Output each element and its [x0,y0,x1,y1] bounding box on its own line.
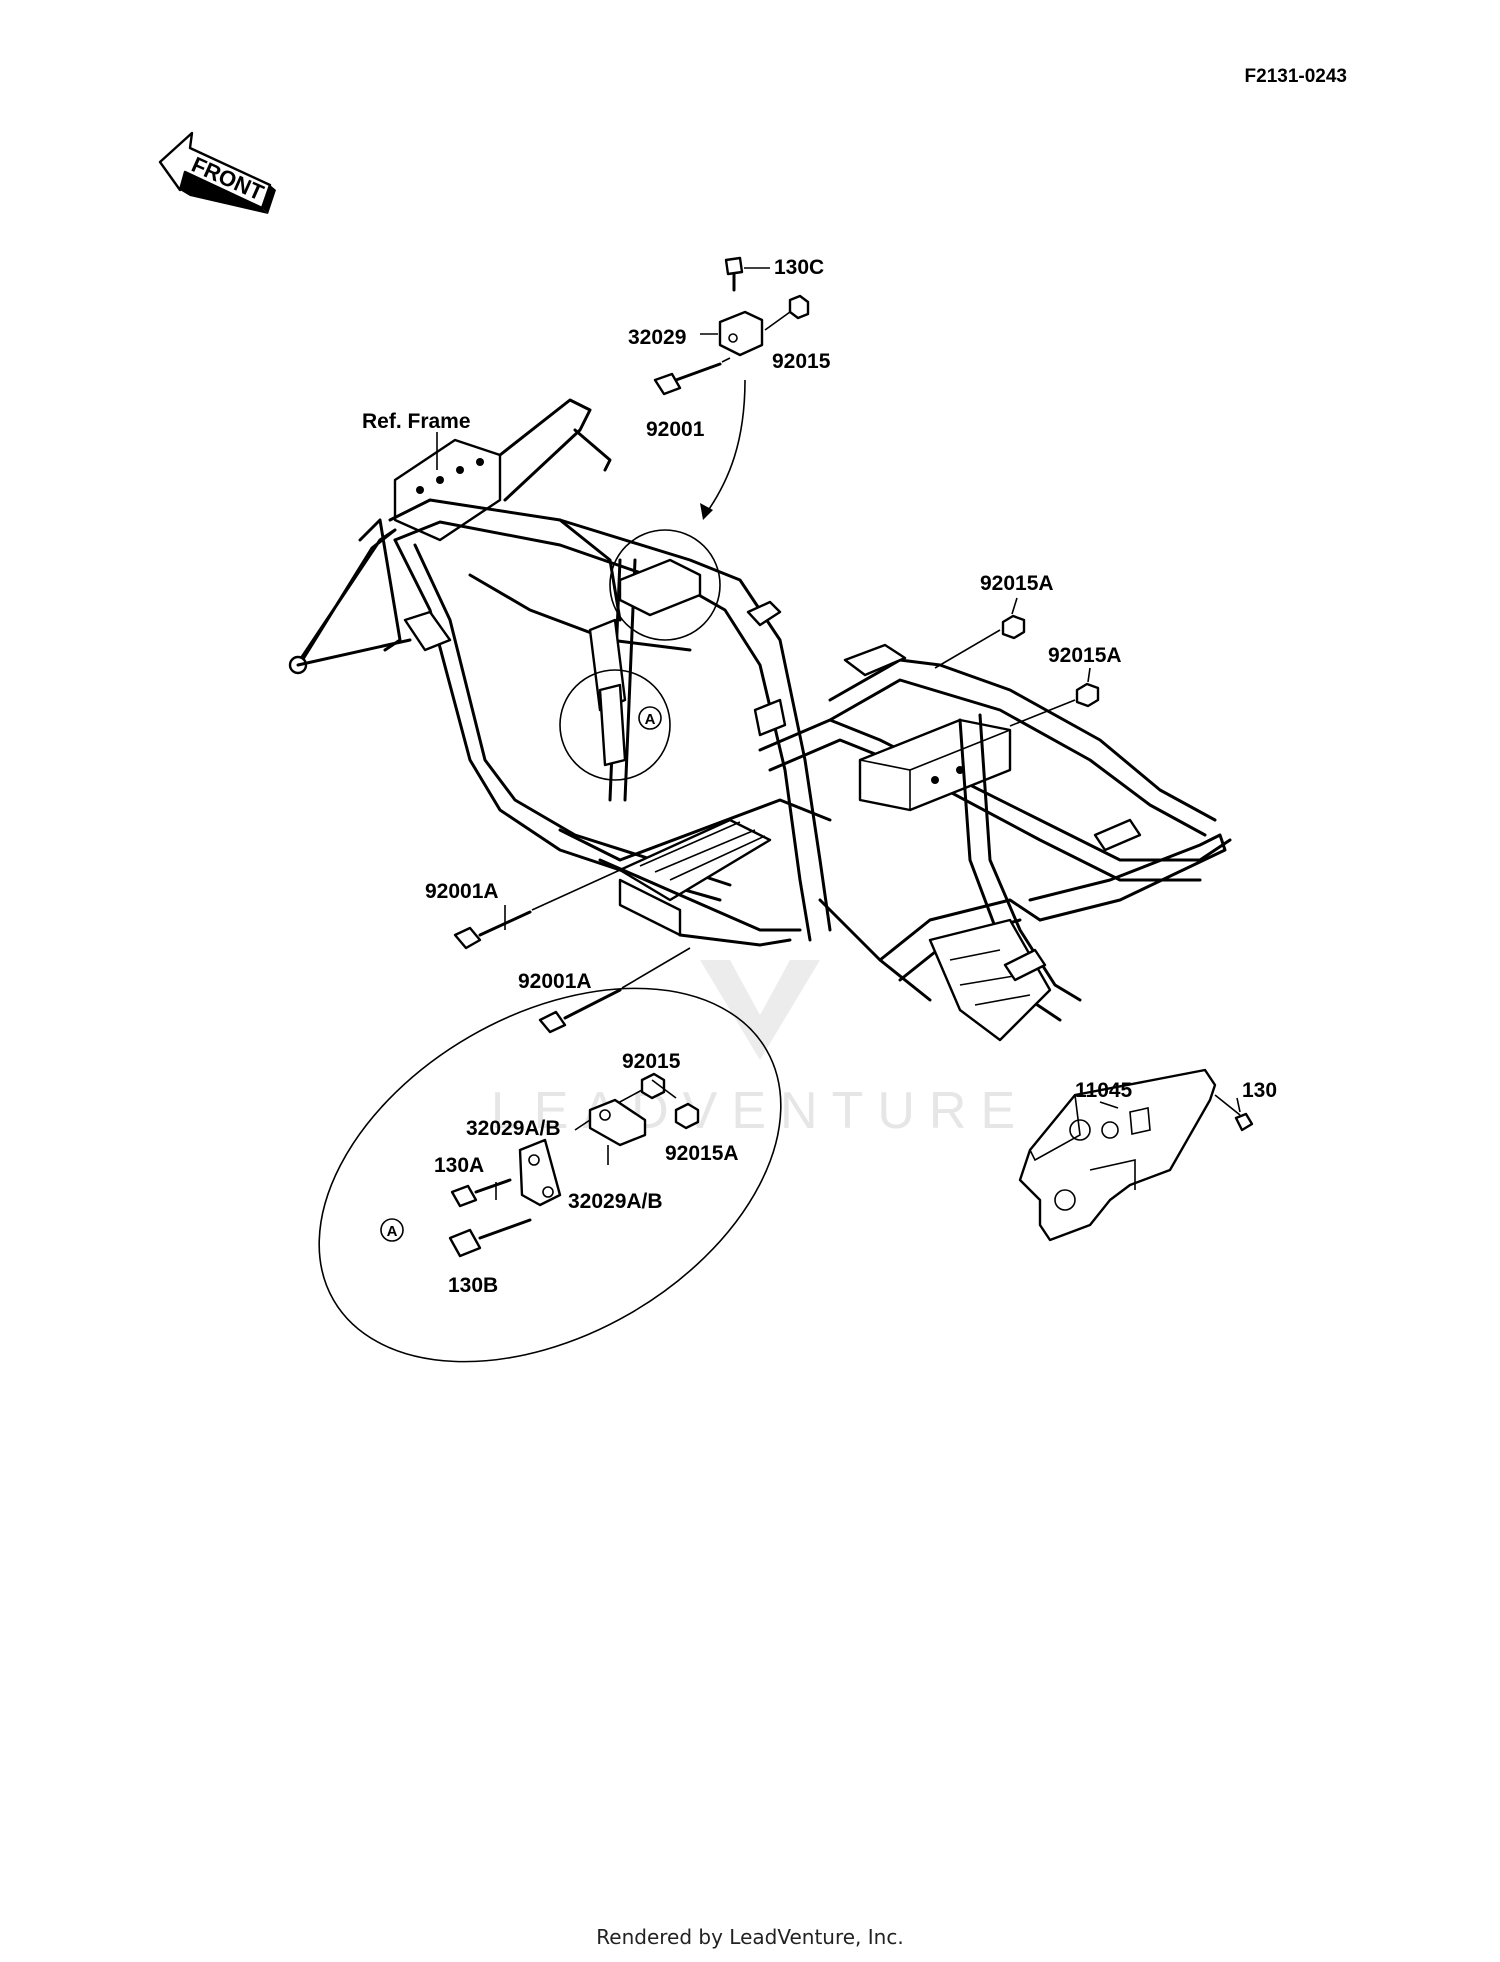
detail-a-marker: A [645,711,656,728]
label-32029: 32029 [628,326,686,349]
frame-assembly [288,398,1232,1042]
label-92015a-lower: 92015A [1048,644,1122,667]
label-detail-92015a: 92015A [665,1142,739,1165]
upper-mount-parts [653,256,810,396]
pointer-upper [704,379,746,516]
detail-circle-upper [609,529,721,641]
label-92001: 92001 [646,418,705,441]
leader-lines [436,432,1241,1200]
detail-a-panel: A [318,987,782,1363]
label-detail-92015: 92015 [622,1050,681,1073]
rear-nuts [934,614,1100,727]
label-ref-frame: Ref. Frame [362,410,471,433]
label-11045: 11045 [1075,1079,1133,1102]
label-detail-130a: 130A [434,1154,484,1177]
front-arrow-icon: FRONT [158,131,276,214]
label-130: 130 [1242,1079,1277,1102]
watermark: LEADVENTURE [491,960,1029,1140]
label-detail-32029ab-upper: 32029A/B [466,1117,561,1140]
pointer-arrowhead [700,503,713,520]
footer-credit: Rendered by LeadVenture, Inc. [596,1925,904,1949]
label-92015-top: 92015 [772,350,831,373]
watermark-text: LEADVENTURE [491,1082,1029,1140]
label-92001a-upper: 92001A [425,880,499,903]
label-130c: 130C [774,256,824,279]
label-92015a-upper: 92015A [980,572,1054,595]
label-detail-32029ab-lower: 32029A/B [568,1190,663,1213]
figure-number: F2131-0243 [1245,66,1347,87]
guard-plate-11045 [1018,1068,1254,1242]
label-92001a-lower: 92001A [518,970,592,993]
part-labels: Ref. Frame 130C 32029 92015 92001 92015A… [362,256,1277,1297]
detail-a-panel-marker: A [387,1223,398,1240]
label-detail-130b: 130B [448,1274,498,1297]
detail-circle-a: A [559,669,671,781]
